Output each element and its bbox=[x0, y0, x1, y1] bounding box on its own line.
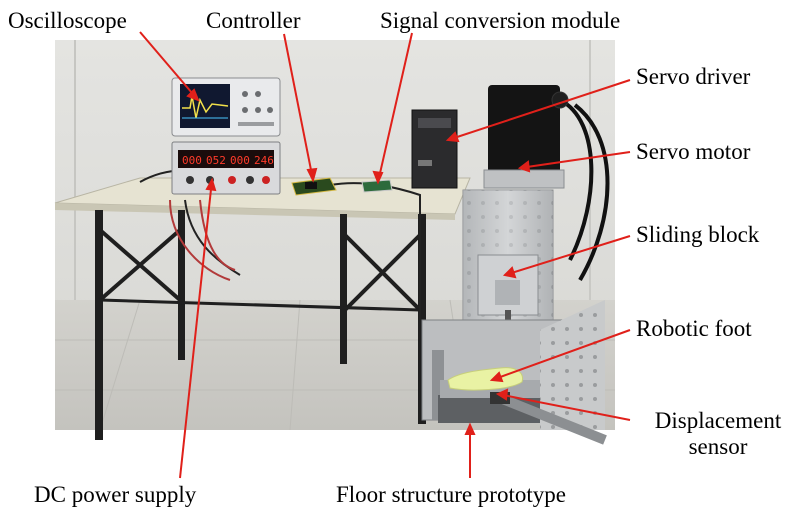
arrow-sliding-block bbox=[502, 235, 631, 279]
arrow-signal-module bbox=[372, 32, 413, 185]
label-signal-conversion-module: Signal conversion module bbox=[380, 8, 621, 33]
signal-module-board bbox=[361, 179, 393, 193]
arrow-oscilloscope bbox=[139, 31, 200, 102]
label-displacement-line2: sensor bbox=[688, 434, 748, 459]
label-sliding-block: Sliding block bbox=[636, 222, 760, 247]
label-displacement-sensor: Displacement sensor bbox=[638, 408, 798, 460]
label-robotic-foot: Robotic foot bbox=[636, 316, 752, 341]
psu-readout-2: 052 bbox=[206, 154, 226, 167]
label-displacement-line1: Displacement bbox=[654, 408, 782, 433]
servo-motor-device bbox=[483, 85, 569, 189]
label-servo-motor: Servo motor bbox=[636, 139, 751, 164]
psu-readout-4: 246 bbox=[254, 154, 274, 167]
controller-board bbox=[291, 177, 337, 196]
arrow-floor-prototype bbox=[464, 422, 476, 478]
arrow-controller bbox=[283, 33, 318, 183]
floor-prototype-rig bbox=[421, 300, 607, 445]
arrow-robotic-foot bbox=[489, 329, 631, 383]
label-servo-driver: Servo driver bbox=[636, 64, 751, 89]
arrow-displacement-sensor bbox=[495, 388, 631, 421]
arrow-servo-motor bbox=[517, 151, 631, 173]
psu-readout-1: 000 bbox=[182, 154, 202, 167]
annotation-arrows bbox=[139, 31, 631, 479]
label-controller: Controller bbox=[206, 8, 301, 33]
psu-readout-3: 000 bbox=[230, 154, 250, 167]
label-dc-power-supply: DC power supply bbox=[34, 482, 197, 507]
arrow-servo-driver bbox=[445, 79, 631, 143]
arrow-dc-power bbox=[179, 177, 217, 479]
label-floor-structure-prototype: Floor structure prototype bbox=[336, 482, 566, 507]
servo-driver-device bbox=[411, 109, 458, 189]
label-oscilloscope: Oscilloscope bbox=[8, 8, 127, 33]
dc-power-supply-device: 000 052 000 246 bbox=[171, 141, 281, 195]
oscilloscope-device bbox=[171, 77, 281, 137]
